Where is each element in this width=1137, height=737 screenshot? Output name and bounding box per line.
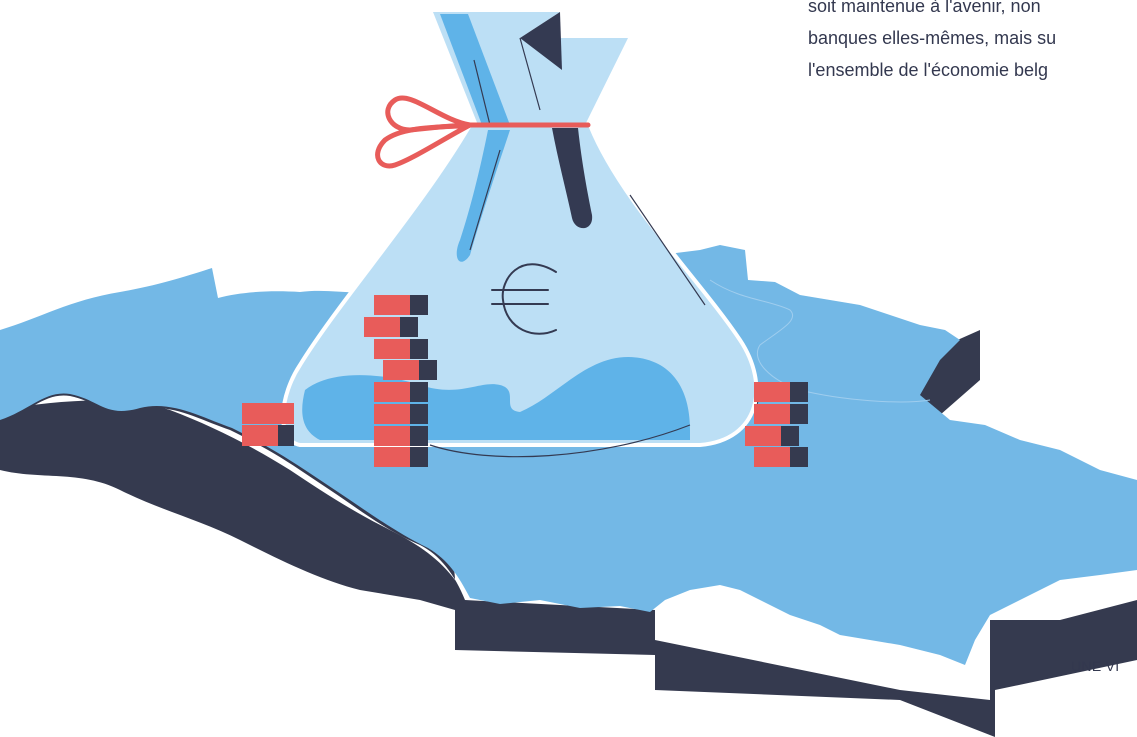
intro-line-3: l'ensemble de l'économie belg [808, 60, 1049, 80]
map-side-right [915, 330, 980, 415]
coin-stack-left-small [242, 403, 294, 446]
bag-top-fold [440, 14, 510, 125]
bag-body-outline [281, 123, 759, 447]
map-side-lower-left [0, 400, 455, 610]
map-border-line [709, 279, 931, 403]
coin-stack-right [745, 382, 808, 467]
section-heading-link[interactable]: UNE VI [1071, 658, 1120, 674]
bag-fold-dark [552, 128, 593, 229]
bag-crease [469, 149, 706, 306]
bag-base-line [429, 424, 691, 458]
map-top [0, 245, 1137, 665]
euro-icon [491, 263, 557, 335]
intro-paragraph: soit maintenue à l'avenir, non banques e… [808, 0, 1137, 86]
intro-line-1: soit maintenue à l'avenir, non [808, 0, 1041, 16]
bag-top-dark [520, 12, 562, 70]
ribbon-bow-icon [375, 95, 591, 169]
intro-line-2: banques elles-mêmes, mais su [808, 28, 1057, 48]
coin-stack-center [364, 295, 437, 467]
bag-fold-lines [473, 37, 541, 126]
